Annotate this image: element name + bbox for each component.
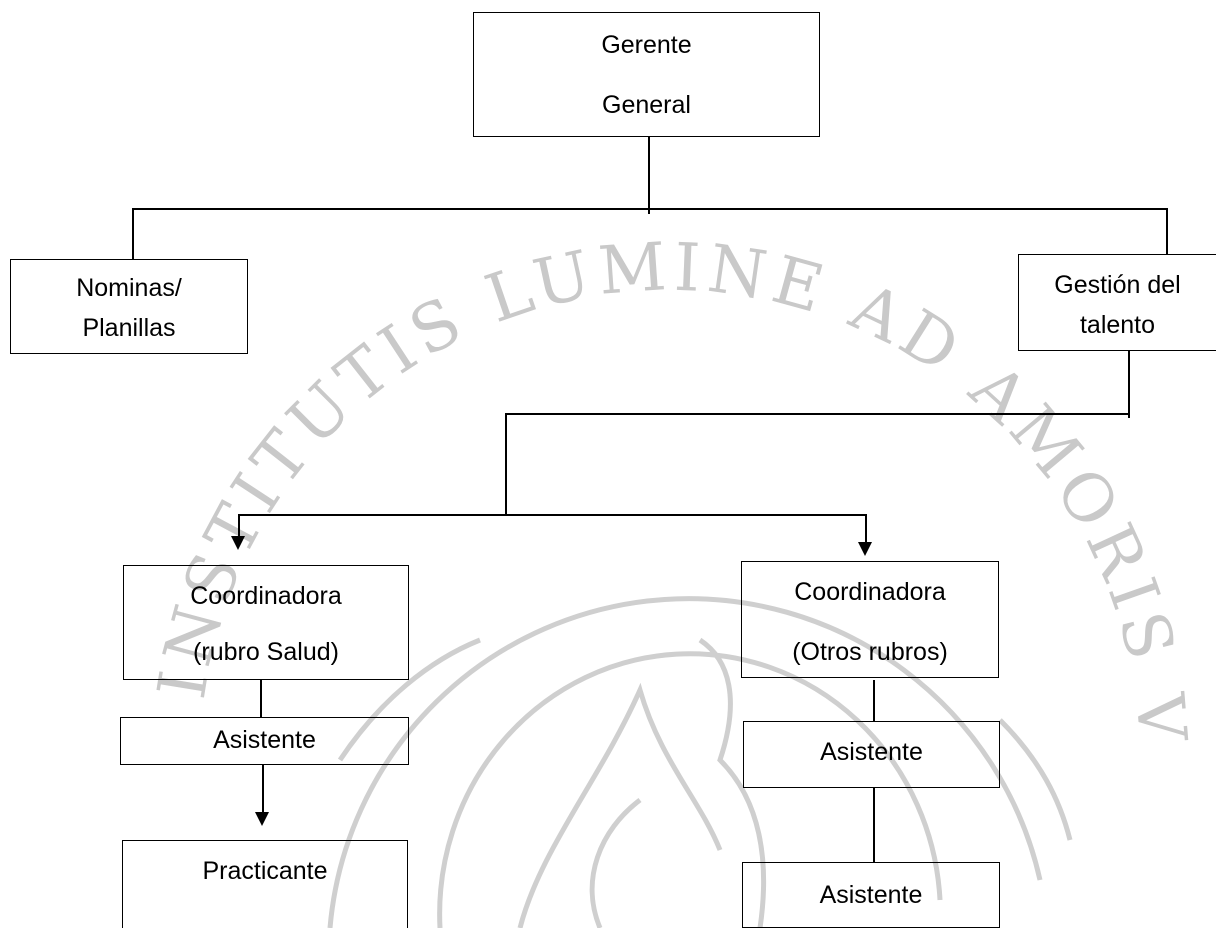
node-gerente-general: Gerente General [473, 12, 820, 137]
node-label-line-2: (rubro Salud) [193, 638, 339, 666]
node-asistente-otros-2: Asistente [742, 862, 1000, 928]
node-coordinadora-otros-rubros: Coordinadora (Otros rubros) [741, 561, 999, 678]
node-label-line-2: General [602, 91, 691, 119]
node-gestion-del-talento: Gestión del talento [1018, 254, 1216, 351]
node-label-line-2: (Otros rubros) [792, 638, 948, 666]
node-label-line-1: Coordinadora [190, 582, 342, 610]
arrow-down-icon [858, 542, 872, 556]
node-coordinadora-rubro-salud: Coordinadora (rubro Salud) [123, 565, 409, 680]
connector-mid-down [505, 413, 507, 516]
node-asistente-otros-1: Asistente [743, 721, 1000, 788]
connector-coord-otros-to-asistente [873, 680, 875, 722]
node-label-line-1: Gerente [601, 31, 692, 59]
connector-to-gestion [1166, 208, 1168, 254]
node-nominas-planillas: Nominas/ Planillas [10, 259, 248, 354]
node-label-line-1: Coordinadora [794, 578, 946, 606]
connector-to-coord-salud [238, 514, 240, 538]
connector-gestion-horizontal [505, 413, 1129, 415]
connector-coordinadoras-horizontal [238, 514, 866, 516]
node-label: Asistente [820, 738, 923, 766]
arrow-down-icon [255, 812, 269, 826]
node-label: Practicante [202, 857, 328, 885]
connector-to-nominas [132, 208, 134, 260]
connector-to-coord-otros [865, 514, 867, 544]
node-label-line-2: talento [1079, 311, 1156, 339]
connector-coord-salud-to-asistente [260, 680, 262, 718]
connector-asistente-to-asistente [873, 787, 875, 863]
connector-asistente-to-practicante [262, 764, 264, 812]
connector-top-horizontal [132, 208, 1167, 210]
watermark-flame-icon [327, 596, 1073, 928]
node-label: Asistente [213, 726, 316, 754]
node-label-line-1: Nominas/ [76, 274, 182, 302]
connector-gerente-down [648, 136, 650, 214]
node-label: Asistente [819, 881, 923, 909]
arrow-down-icon [231, 536, 245, 550]
node-label-line-1: Gestión del [1054, 271, 1181, 299]
node-asistente-salud: Asistente [120, 717, 409, 765]
node-practicante: Practicante [122, 840, 408, 928]
connector-gestion-down [1128, 350, 1130, 418]
node-label-line-2: Planillas [82, 314, 176, 342]
